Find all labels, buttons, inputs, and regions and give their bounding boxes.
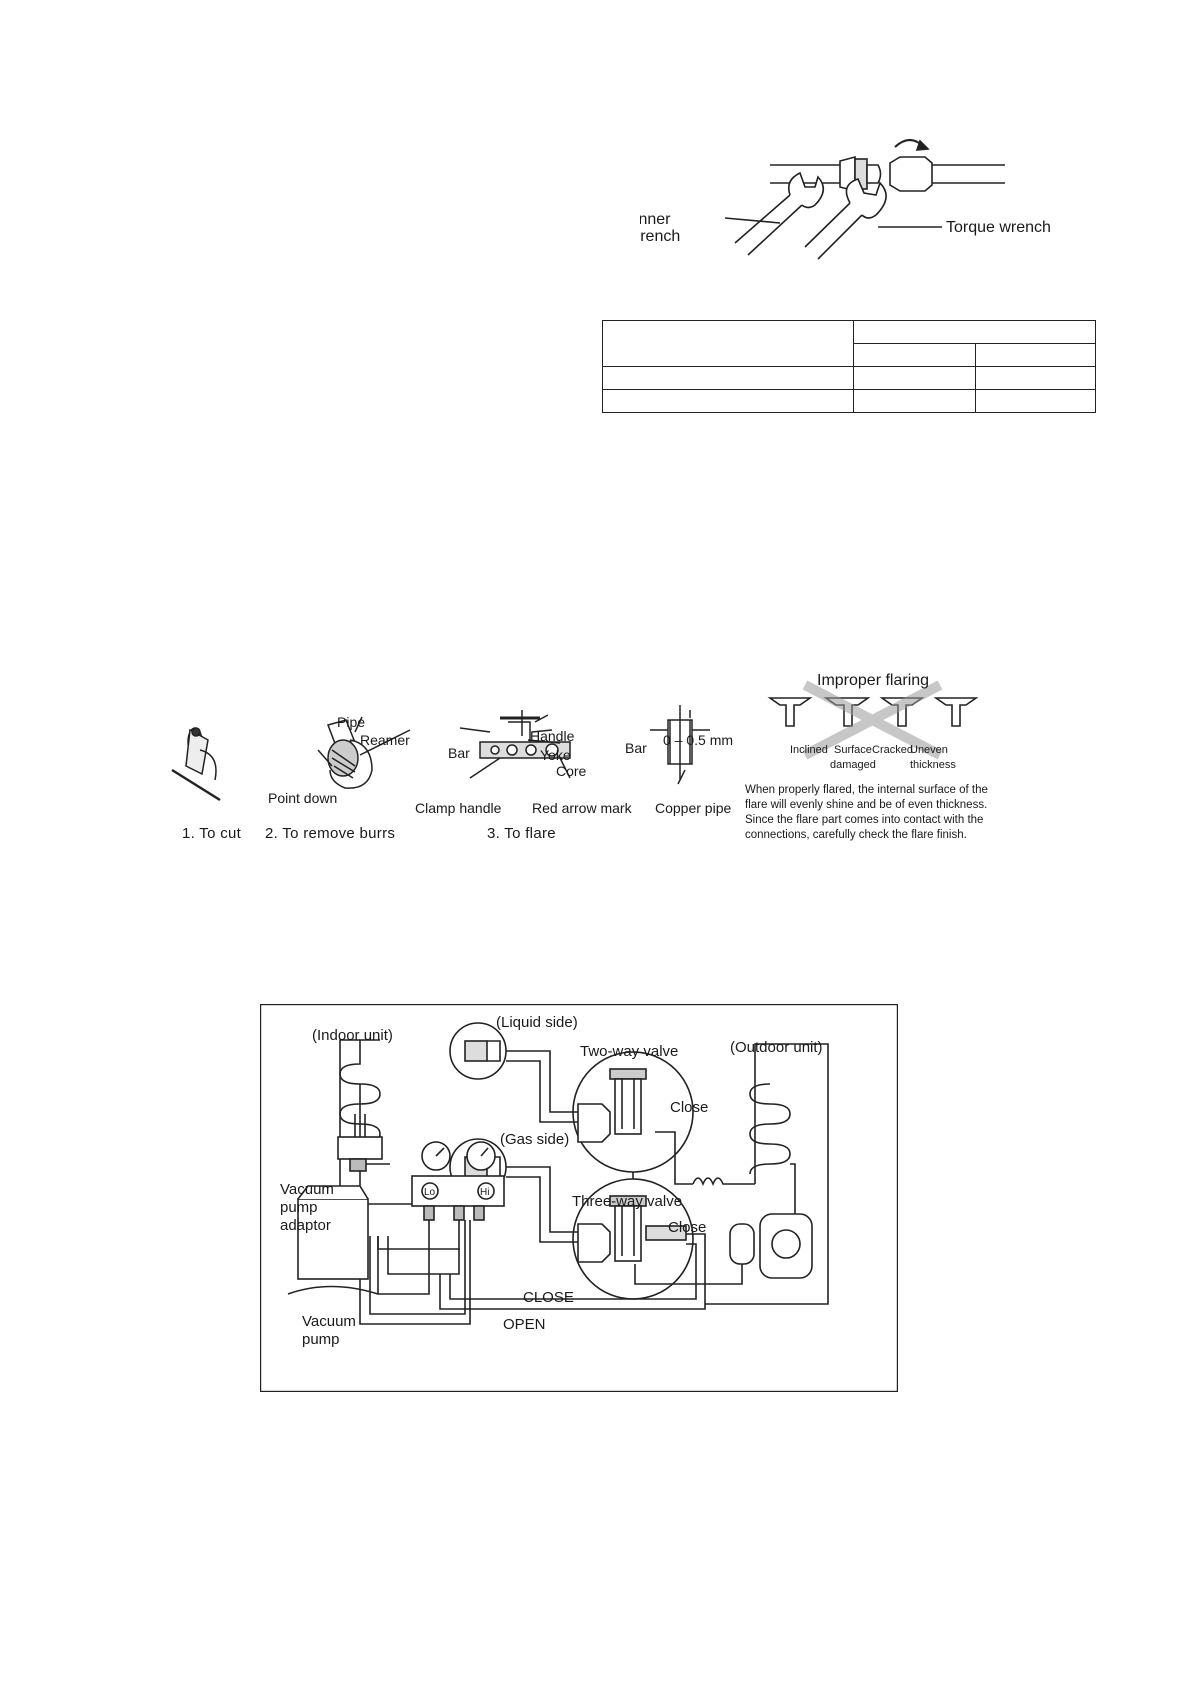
table-cell bbox=[603, 367, 854, 390]
clamp-handle-label: Clamp handle bbox=[415, 800, 502, 816]
lo-label: Lo bbox=[424, 1187, 436, 1198]
thickness-label: thickness bbox=[910, 759, 956, 771]
table-cell bbox=[976, 390, 1096, 413]
torque-table bbox=[602, 320, 1096, 413]
outdoor-unit-label: (Outdoor unit) bbox=[730, 1039, 823, 1056]
table-cell bbox=[854, 390, 976, 413]
two-way-valve-label: Two-way valve bbox=[580, 1043, 678, 1060]
vacuum-pump-label: Vacuum bbox=[302, 1313, 356, 1330]
damaged-label: damaged bbox=[830, 759, 876, 771]
step-cut: 1. To cut bbox=[182, 825, 242, 842]
inclined-label: Inclined bbox=[790, 744, 828, 756]
bar-label: Bar bbox=[448, 745, 470, 761]
pipe-label: Pipe bbox=[337, 714, 365, 730]
step-flare: 3. To flare bbox=[487, 825, 556, 842]
red-arrow-mark-label: Red arrow mark bbox=[532, 800, 633, 816]
surface-label: Surface bbox=[834, 744, 872, 756]
indoor-unit-label: (Indoor unit) bbox=[312, 1027, 393, 1044]
point-down-label: Point down bbox=[268, 790, 337, 806]
vacuum-pump-adaptor-label: Vacuum bbox=[280, 1181, 334, 1198]
vacuum-pump-adaptor-label-3: adaptor bbox=[280, 1217, 331, 1234]
table-cell bbox=[854, 367, 976, 390]
three-way-valve-label: Three-way valve bbox=[572, 1193, 682, 1210]
flare-note: When properly flared, the internal surfa… bbox=[745, 783, 1015, 843]
vacuum-pump-label-2: pump bbox=[302, 1331, 340, 1348]
vacuum-pump-adaptor-label-2: pump bbox=[280, 1199, 318, 1216]
spanner-label-2: or wrench bbox=[640, 228, 680, 245]
copper-pipe-label: Copper pipe bbox=[655, 800, 731, 816]
core-label: Core bbox=[556, 763, 587, 779]
table-cell bbox=[854, 344, 976, 367]
improper-flaring-title: Improper flaring bbox=[817, 672, 929, 689]
table-cell bbox=[976, 367, 1096, 390]
hi-label: Hi bbox=[480, 1187, 489, 1198]
close-label-1: Close bbox=[670, 1099, 708, 1116]
bar-label-2: Bar bbox=[625, 740, 647, 756]
liquid-side-label: (Liquid side) bbox=[496, 1014, 578, 1031]
table-cell bbox=[603, 321, 854, 367]
wrench-figure: Spanner or wrench Torque wrench bbox=[640, 135, 1060, 270]
step-remove-burrs: 2. To remove burrs bbox=[265, 825, 395, 842]
close-caps-label: CLOSE bbox=[523, 1289, 574, 1306]
torque-wrench-label: Torque wrench bbox=[946, 219, 1051, 236]
handle-label: Handle bbox=[530, 728, 575, 744]
gap-label: 0 – 0.5 mm bbox=[663, 732, 733, 748]
cracked-label: Cracked bbox=[872, 744, 913, 756]
open-caps-label: OPEN bbox=[503, 1316, 546, 1333]
uneven-label: Uneven bbox=[910, 744, 948, 756]
yoke-label: Yoke bbox=[540, 747, 571, 763]
close-label-2: Close bbox=[668, 1219, 706, 1236]
vacuum-diagram: (Indoor unit) (Liquid side) Two-way valv… bbox=[260, 1004, 898, 1392]
spanner-label: Spanner bbox=[640, 211, 671, 228]
reamer-label: Reamer bbox=[360, 732, 410, 748]
table-cell bbox=[854, 321, 1096, 344]
table-cell bbox=[603, 390, 854, 413]
gas-side-label: (Gas side) bbox=[500, 1131, 569, 1148]
table-cell bbox=[976, 344, 1096, 367]
